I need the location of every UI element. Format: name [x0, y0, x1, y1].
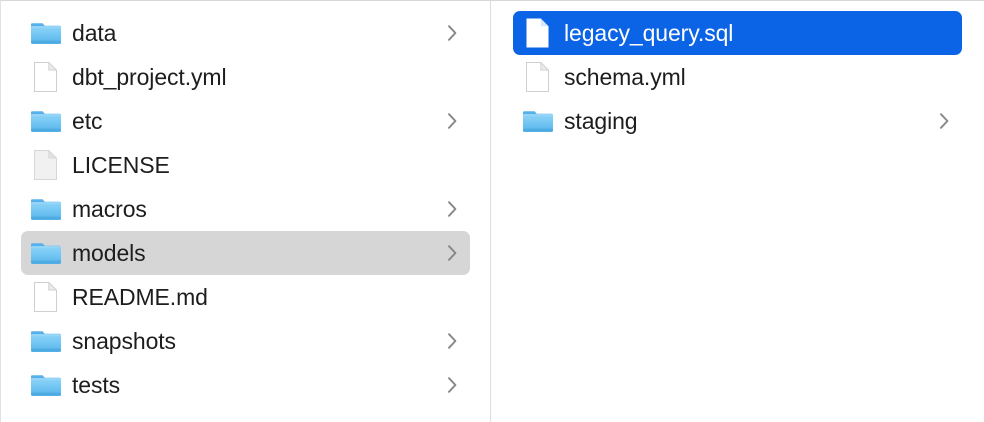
chevron-right-icon: [447, 112, 458, 130]
folder-row[interactable]: etc: [21, 99, 470, 143]
folder-row[interactable]: tests: [21, 363, 470, 407]
document-icon: [31, 62, 61, 92]
folder-icon: [31, 196, 61, 222]
folder-icon: [31, 328, 61, 354]
folder-row[interactable]: staging: [513, 99, 962, 143]
item-label: legacy_query.sql: [564, 20, 734, 46]
item-label: LICENSE: [72, 152, 170, 178]
chevron-right-icon: [447, 332, 458, 350]
file-row[interactable]: legacy_query.sql: [513, 11, 962, 55]
folder-icon: [31, 20, 61, 46]
folder-row[interactable]: models: [21, 231, 470, 275]
chevron-right-icon: [447, 244, 458, 262]
item-label: data: [72, 20, 117, 46]
item-label: snapshots: [72, 328, 176, 354]
file-row[interactable]: dbt_project.yml: [21, 55, 470, 99]
file-row[interactable]: LICENSE: [21, 143, 470, 187]
item-label: staging: [564, 108, 638, 134]
document-icon: [523, 62, 553, 92]
chevron-right-icon: [447, 24, 458, 42]
item-label: etc: [72, 108, 103, 134]
folder-icon: [31, 372, 61, 398]
document-icon: [31, 282, 61, 312]
item-label: tests: [72, 372, 121, 398]
folder-row[interactable]: data: [21, 11, 470, 55]
folder-row[interactable]: snapshots: [21, 319, 470, 363]
folder-icon: [523, 108, 553, 134]
chevron-right-icon: [447, 200, 458, 218]
column-models: legacy_query.sql schema.yml staging: [491, 1, 984, 422]
document-icon: [523, 18, 553, 48]
item-label: dbt_project.yml: [72, 64, 227, 90]
folder-icon: [31, 108, 61, 134]
item-label: macros: [72, 196, 147, 222]
file-row[interactable]: schema.yml: [513, 55, 962, 99]
column-project-root: data dbt_project.yml etc LICENSE macros: [1, 1, 491, 422]
document-icon: [31, 150, 61, 180]
folder-row[interactable]: macros: [21, 187, 470, 231]
item-label: README.md: [72, 284, 208, 310]
file-row[interactable]: README.md: [21, 275, 470, 319]
chevron-right-icon: [447, 376, 458, 394]
item-label: schema.yml: [564, 64, 686, 90]
chevron-right-icon: [939, 112, 950, 130]
item-label: models: [72, 240, 146, 266]
folder-icon: [31, 240, 61, 266]
